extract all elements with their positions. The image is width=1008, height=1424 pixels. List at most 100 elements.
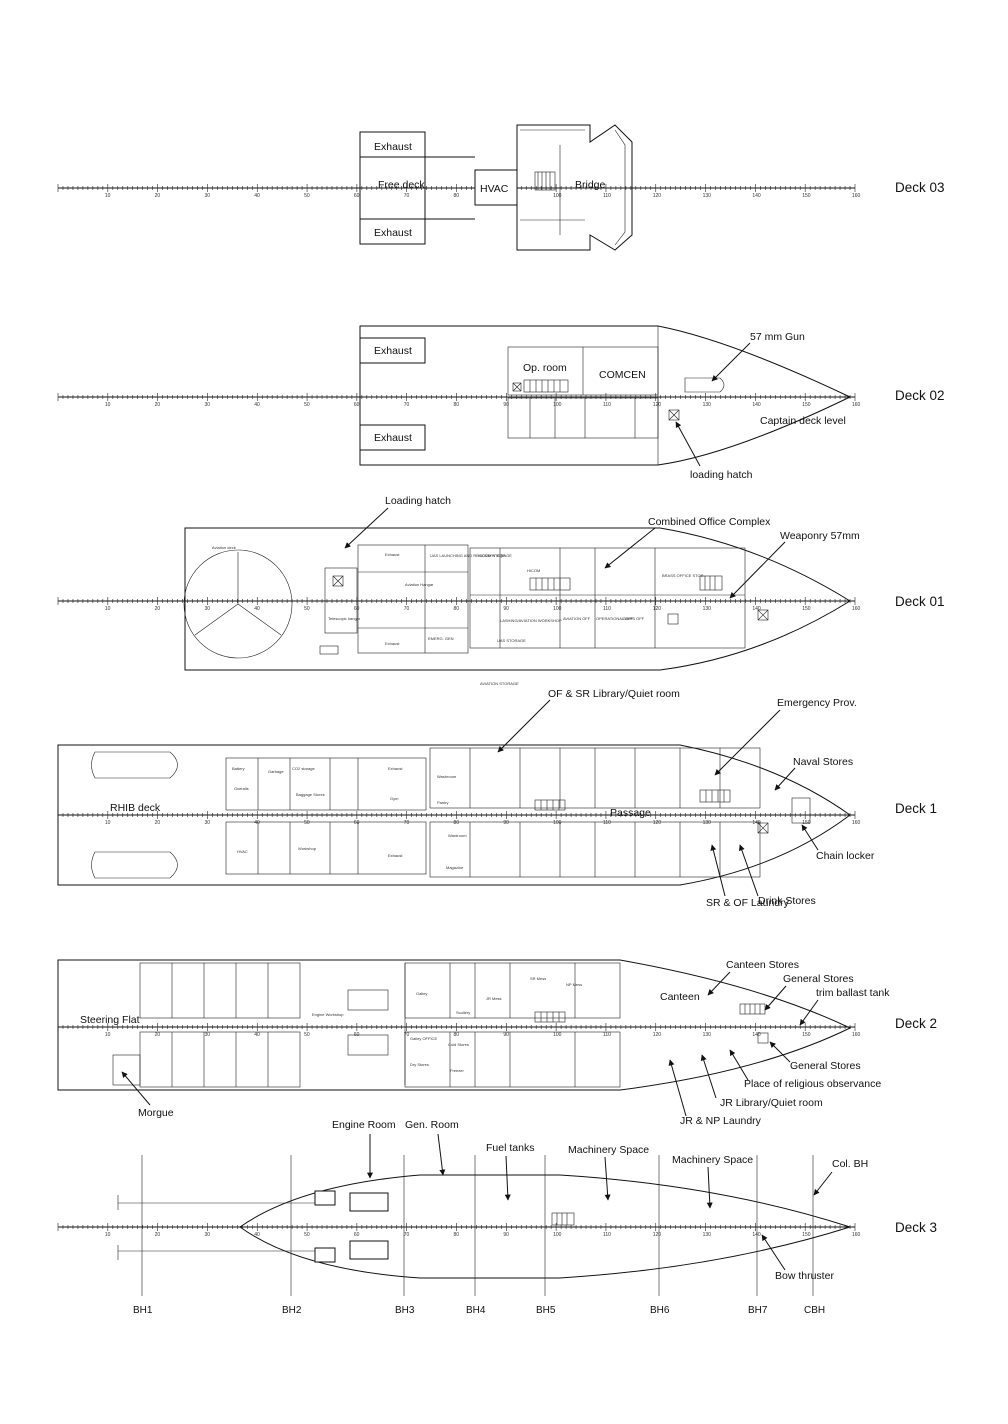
frame-tick-label: 60 [354,820,360,826]
frame-tick-label: 20 [155,820,161,826]
deck3-gen-room-label: Gen. Room [405,1119,459,1131]
frame-tick-label: 40 [254,402,260,408]
frame-tick-label: 60 [354,193,360,199]
frame-tick-label: 140 [752,820,761,826]
frame-tick-label: 30 [204,402,210,408]
frame-tick-label: 20 [155,402,161,408]
frame-tick-label: 30 [204,193,210,199]
frame-tick-label: 30 [204,820,210,826]
exhaust-box-bottom [359,218,426,245]
deck1-chain-locker-label: Chain locker [816,850,875,862]
deck1-washroom-label: Washroom [437,774,457,779]
frame-tick-label: 160 [852,820,861,826]
frame-tick-label: 110 [603,1232,611,1238]
deck1-pantry-label: Pantry [437,800,449,805]
frame-tick-label: 160 [852,606,861,612]
frame-tick-label: 100 [553,193,562,199]
deck3-fuel-tanks-label: Fuel tanks [486,1142,534,1154]
frame-tick-label: 110 [603,606,611,612]
deck2-jr-laundry-label: JR & NP Laundry [680,1115,762,1127]
deck01-aviation-deck-label: Aviation deck [212,545,236,550]
frame-tick-label: 120 [653,193,662,199]
frame-tick-label: 10 [105,820,111,826]
deck02-gun-label: 57 mm Gun [750,331,805,343]
frame-tick-label: 10 [105,1232,111,1238]
frame-tick-label: 120 [653,606,662,612]
bulkhead-label: BH6 [650,1305,670,1316]
deck1-drink-stores-label: Drink Stores [758,895,816,907]
deck1-rhib-deck-label: RHIB deck [110,802,161,814]
deck01-telescopic-hangar-label: Telescopic hangar [328,616,361,621]
frame-tick-label: 30 [204,1032,210,1038]
deck2-jr-library-label: JR Library/Quiet room [720,1097,823,1109]
deck01-weaponry-label: Weaponry 57mm [780,530,860,542]
frame-tick-label: 160 [852,402,861,408]
deck-3-title: Deck 3 [895,1220,937,1235]
frame-tick-label: 50 [304,193,310,199]
frame-tick-label: 140 [752,193,761,199]
frame-tick-label: 50 [304,820,310,826]
frame-tick-label: 50 [304,402,310,408]
frame-tick-label: 140 [752,1032,761,1038]
frame-tick-label: 140 [752,606,761,612]
frame-tick-label: 30 [204,606,210,612]
deck01-aviation-off-label: AVIATION OFF [563,616,591,621]
deck2-cold-stores-label: Cold Stores [448,1042,469,1047]
frame-tick-label: 40 [254,193,260,199]
deck-02-plan: Exhaust Exhaust Op. room COMCEN 57 mm Gu… [359,325,945,481]
deck2-dry-stores-label: Dry Stores [410,1062,429,1067]
bulkhead-label: BH1 [133,1305,153,1316]
deck-02-title: Deck 02 [895,388,945,403]
deck2-religious-label: Place of religious observance [744,1078,881,1090]
frame-tick-label: 60 [354,402,360,408]
deck1-co2-label: CO2 storage [292,766,315,771]
deck1-exhaust2-label: Exhaust [388,853,403,858]
frame-tick-label: 130 [703,193,712,199]
frame-tick-label: 70 [404,820,410,826]
frame-tick-label: 40 [254,820,260,826]
deck01-aviation-storage-label: AVIATION STORAGE [480,681,519,686]
deck03-hvac-label: HVAC [480,183,509,195]
deck2-galley-label: Galley [416,991,427,996]
frame-tick-label: 130 [703,1232,712,1238]
frame-tick-label: 150 [802,1232,811,1238]
frame-tick-label: 40 [254,1032,260,1038]
frame-tick-label: 80 [454,820,460,826]
deck2-jr-mess-label: JR Mess [486,996,502,1001]
deck2-np-mess-label: NP Mess [566,982,582,987]
deck02-exhaust-bottom-label: Exhaust [374,432,412,444]
deck01-aviation-hangar-label: Aviation Hangar [405,582,434,587]
deck02-op-room-label: Op. room [523,362,567,374]
frame-tick-label: 70 [404,193,410,199]
frame-tick-label: 20 [155,1232,161,1238]
exhaust-box-bottom [359,424,426,451]
deck01-emerg-gen-label: EMERG. GEN [428,636,454,641]
deck-01-plan: Aviation deck Aviation Hangar Telescopic… [183,495,945,686]
deck1-emergency-label: Emergency Prov. [777,697,857,709]
deck03-bridge-label: Bridge [575,179,606,191]
bulkhead-label: BH2 [282,1305,302,1316]
deck2-canteen-stores-label: Canteen Stores [726,959,799,971]
frame-tick-label: 40 [254,606,260,612]
frame-tick-label: 80 [454,1232,460,1238]
frame-tick-label: 160 [852,1032,861,1038]
bulkhead-label: BH7 [748,1305,768,1316]
deck1-naval-stores-label: Naval Stores [793,756,853,768]
deck1-workshop-label: Workshop [298,846,317,851]
deck2-canteen-label: Canteen [660,991,700,1003]
deck03-exhaust-bottom-label: Exhaust [374,227,412,239]
frame-tick-label: 90 [503,606,509,612]
deck-3-plan: Engine Room Gen. Room Fuel tanks Machine… [117,1119,937,1282]
deck1-hvac-label: HVAC [237,849,248,854]
deck01-lashing-label: LASHING/AVIATION WORKSHOP [500,618,562,623]
deck01-uas-storage-label: UAS STORAGE [497,638,526,643]
frame-tick-label: 100 [553,606,562,612]
deck3-col-bh-label: Col. BH [832,1158,868,1170]
deck2-general-stores-top-label: General Stores [783,973,854,985]
frame-tick-label: 150 [802,1032,811,1038]
frame-tick-label: 90 [503,402,509,408]
deck03-free-deck-label: Free deck [378,179,425,191]
frame-tick-label: 90 [503,1232,509,1238]
